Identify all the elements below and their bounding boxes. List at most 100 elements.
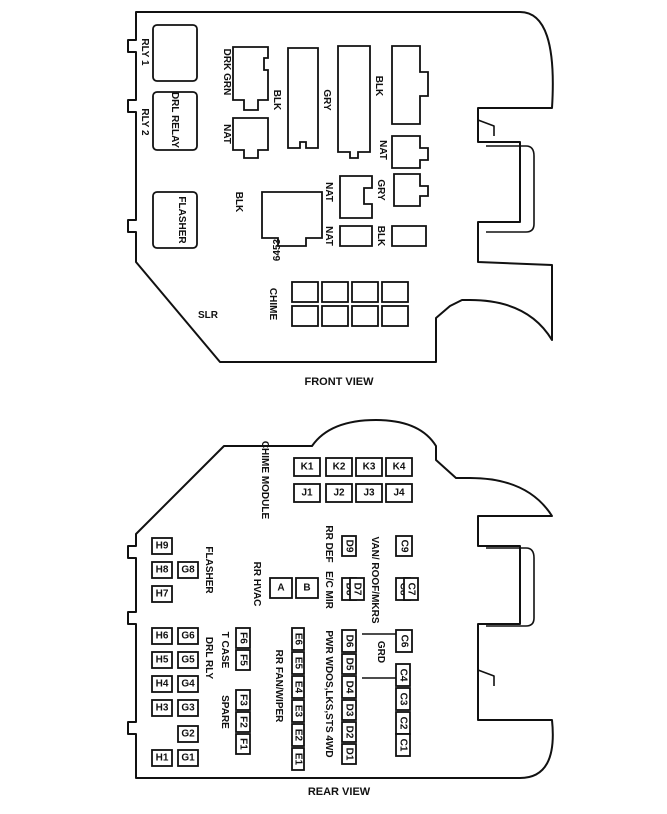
- chime-cell: [381, 305, 409, 327]
- label-ec-mir: E/C MIR: [323, 571, 334, 610]
- fuse-box: [341, 629, 357, 653]
- fuse-c7: C7: [403, 577, 419, 601]
- label-nat-c: NAT: [323, 182, 334, 202]
- fuse-d3: D3: [341, 699, 357, 721]
- fuse-label: K1: [301, 462, 314, 473]
- fuse-box: [293, 483, 321, 503]
- fuse-box: [177, 651, 199, 669]
- fuse-box: [341, 675, 357, 699]
- fuse-label: G4: [181, 679, 195, 690]
- fuse-box: [151, 585, 173, 603]
- fuse-box: [151, 699, 173, 717]
- fuse-box: [385, 483, 413, 503]
- fuse-box: [235, 733, 251, 755]
- fuse-box: [395, 733, 411, 757]
- fuse-label: H4: [156, 679, 169, 690]
- fuse-j4: J4: [385, 483, 413, 503]
- fuse-e1: E1: [291, 747, 305, 771]
- fuse-g3: G3: [177, 699, 199, 717]
- fuse-box: [151, 561, 173, 579]
- fuse-c1: C1: [395, 733, 411, 757]
- fuse-label: E1: [293, 753, 304, 766]
- fuse-box: [291, 747, 305, 771]
- fuse-f5: F5: [235, 649, 251, 671]
- fuse-label: G1: [181, 753, 195, 764]
- fuse-f2: F2: [235, 711, 251, 733]
- chime-cell: [381, 281, 409, 303]
- connector-nat-c: [339, 175, 373, 219]
- fuse-label: H8: [156, 565, 169, 576]
- fuse-label: F2: [238, 716, 249, 728]
- fuse-a: A: [269, 577, 293, 599]
- flasher-module: [152, 191, 198, 249]
- fuse-label: F3: [238, 694, 249, 706]
- fuse-box: [235, 689, 251, 711]
- fuse-label: K4: [393, 462, 406, 473]
- fuse-box: [177, 749, 199, 767]
- fuse-box: [403, 577, 419, 601]
- fuse-label: C8: [398, 583, 409, 596]
- fuse-e2: E2: [291, 723, 305, 747]
- label-grd: GRD: [375, 641, 386, 663]
- fuse-c3: C3: [395, 687, 411, 711]
- fuse-label: H1: [156, 753, 169, 764]
- fuse-box: [395, 663, 411, 687]
- label-t-case: T CASE: [219, 632, 230, 669]
- chime-cell: [351, 305, 379, 327]
- fuse-box: [177, 699, 199, 717]
- fuse-box: [341, 535, 357, 557]
- rear-view-caption: REAR VIEW: [308, 786, 371, 798]
- label-rr-fan: RR FAN/WIPER: [273, 650, 284, 724]
- fuse-box: [291, 699, 305, 723]
- fuse-box: [341, 699, 357, 721]
- fuse-k2: K2: [325, 457, 353, 477]
- fuse-g8: G8: [177, 561, 199, 579]
- fuse-c6: C6: [395, 629, 413, 653]
- fuse-k4: K4: [385, 457, 413, 477]
- label-rly2: RLY 2: [139, 108, 150, 136]
- connector-nat-a: [232, 117, 269, 159]
- fuse-c9: C9: [395, 535, 413, 557]
- label-flasher: FLASHER: [176, 196, 187, 244]
- connector-nat-d: [339, 225, 373, 247]
- fuse-box: [293, 457, 321, 477]
- label-gry-a: GRY: [321, 89, 332, 111]
- fuse-d4: D4: [341, 675, 357, 699]
- fuse-box: [355, 483, 383, 503]
- fuse-f6: F6: [235, 627, 251, 649]
- fuse-box: [395, 629, 413, 653]
- label-drk-grn: DRK GRN: [221, 49, 232, 96]
- fuse-label: G3: [181, 703, 195, 714]
- fuse-label: A: [277, 583, 284, 594]
- fuse-h5: H5: [151, 651, 173, 669]
- fuse-box: [151, 651, 173, 669]
- fuse-box: [341, 721, 357, 743]
- fuse-label: D2: [344, 726, 355, 739]
- label-blk-d: BLK: [375, 226, 386, 247]
- rear-view: [127, 419, 554, 779]
- chime-cell: [321, 305, 349, 327]
- fuse-box: [295, 577, 319, 599]
- fuse-j1: J1: [293, 483, 321, 503]
- fuse-c2: C2: [395, 711, 411, 735]
- label-part-no: 6453: [272, 238, 283, 261]
- fuse-label: E6: [293, 633, 304, 646]
- fuse-box: [355, 457, 383, 477]
- fuse-label: C3: [398, 693, 409, 706]
- fuse-f1: F1: [235, 733, 251, 755]
- fuse-g5: G5: [177, 651, 199, 669]
- fuse-e3: E3: [291, 699, 305, 723]
- fuse-h7: H7: [151, 585, 173, 603]
- fuse-box: [395, 687, 411, 711]
- label-blk-c: BLK: [233, 192, 244, 213]
- fuse-label: H7: [156, 589, 169, 600]
- fuse-label: D5: [344, 658, 355, 671]
- fuse-h4: H4: [151, 675, 173, 693]
- label-chime: CHIME: [267, 288, 278, 321]
- label-van-roof: VAN/ ROOF/MKRS: [369, 536, 380, 623]
- fuse-label: K3: [363, 462, 376, 473]
- fuse-label: D1: [344, 748, 355, 761]
- fuse-box: [341, 653, 357, 675]
- label-pwr-wdos: PWR WDOS,LKS,STS 4WD: [323, 630, 334, 757]
